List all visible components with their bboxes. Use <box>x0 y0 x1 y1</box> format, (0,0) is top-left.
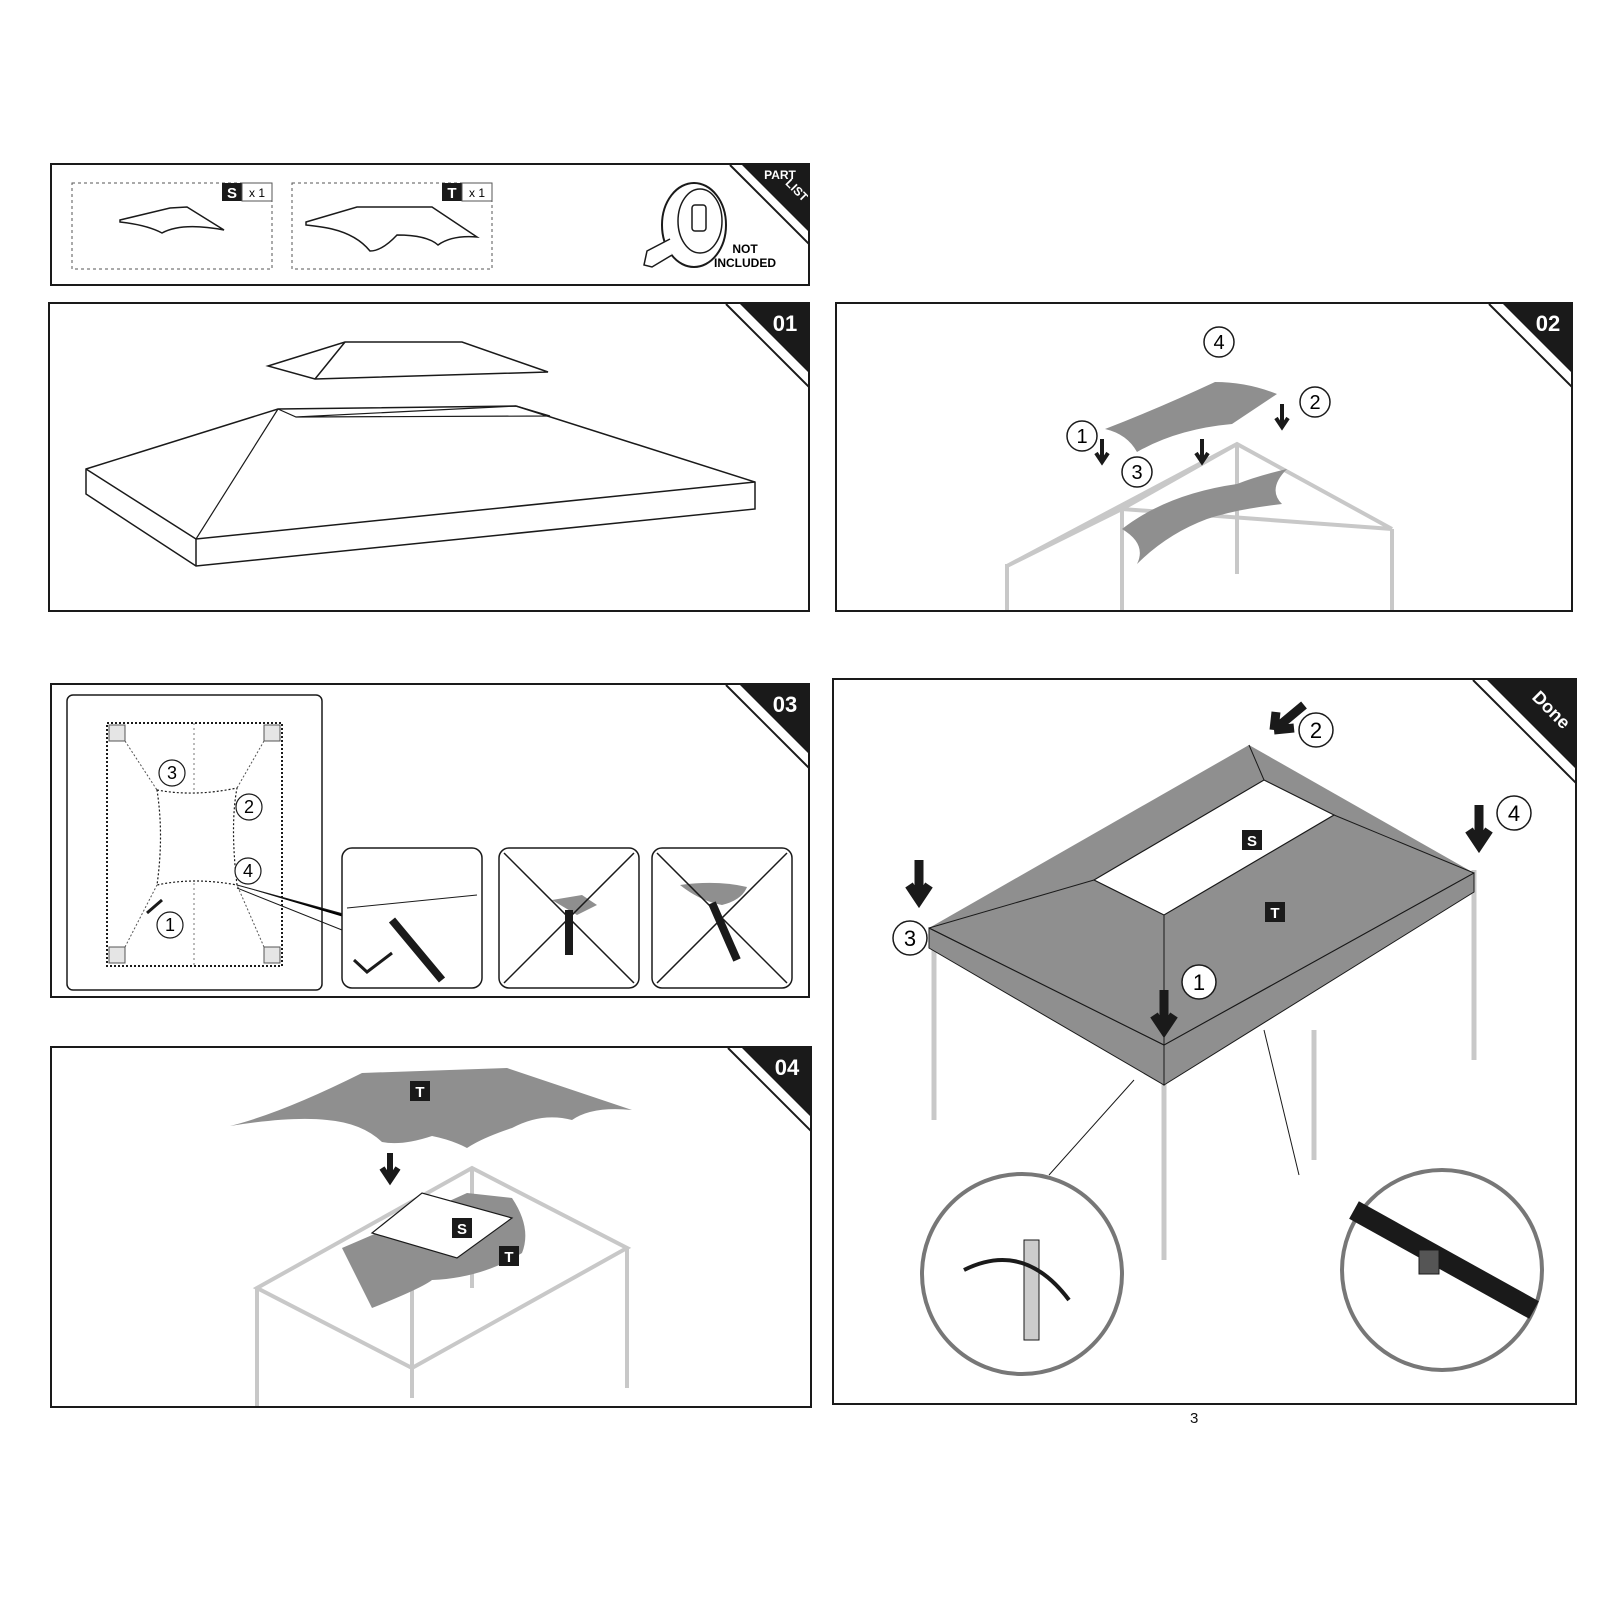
canopy-s-lifted <box>1105 382 1277 452</box>
step-03-callout-3: 3 <box>167 763 177 783</box>
part-t-shape <box>306 207 477 251</box>
step-02-label: 02 <box>1536 311 1560 336</box>
step-02-drawing: 1 2 3 4 02 <box>837 304 1573 612</box>
done-mark-t: T <box>1270 905 1279 922</box>
done-panel: S T 1 2 3 4 Done <box>832 678 1577 1405</box>
step-04-mark-s: S <box>457 1221 467 1238</box>
arrow-down-icon <box>1469 805 1489 845</box>
step-04-mark-t-top: T <box>415 1084 424 1101</box>
step-03-drawing: 1 2 3 4 03 <box>52 685 810 998</box>
arrow-down-icon <box>1276 404 1288 427</box>
part-s-letter: S <box>227 185 237 202</box>
step-03-callout-4: 4 <box>243 861 253 881</box>
done-callout-3: 3 <box>904 926 916 951</box>
step-03-callout-2: 2 <box>244 797 254 817</box>
tool-note-line1: NOT <box>732 242 758 256</box>
step-04-mark-t: T <box>504 1249 513 1266</box>
done-callout-2: 2 <box>1310 718 1322 743</box>
step-01-panel: 01 <box>48 302 810 612</box>
done-callout-1: 1 <box>1193 970 1205 995</box>
step-02-callout-2: 2 <box>1309 392 1320 414</box>
part-t-letter: T <box>447 185 456 202</box>
step-04-label: 04 <box>775 1055 800 1080</box>
step-03-callout-1: 1 <box>165 915 175 935</box>
step-02-callout-4: 4 <box>1213 332 1224 354</box>
part-s-shape <box>120 207 224 233</box>
part-s-qty: x 1 <box>249 186 265 200</box>
step-04-panel: T S T 04 <box>50 1046 812 1408</box>
arrow-down-icon <box>1096 439 1108 462</box>
part-t-qty: x 1 <box>469 186 485 200</box>
canopy-t-lifted <box>230 1068 632 1148</box>
gazebo-frame <box>1007 444 1392 612</box>
part-list-panel: S x 1 T x 1 NOT INCLUDED PART LIST <box>50 163 810 286</box>
step-02-panel: 1 2 3 4 02 <box>835 302 1573 612</box>
step-01-label: 01 <box>773 311 797 336</box>
arrow-down-icon <box>909 860 929 900</box>
step-04-drawing: T S T 04 <box>52 1048 812 1408</box>
arrow-down-icon <box>1196 439 1208 462</box>
step-02-callout-3: 3 <box>1131 462 1142 484</box>
step-03-label: 03 <box>773 692 797 717</box>
arrow-down-icon <box>382 1153 398 1180</box>
part-list-drawing: S x 1 T x 1 NOT INCLUDED PART LIST <box>52 165 810 286</box>
canopy-t-top <box>929 745 1474 1045</box>
step-01-drawing: 01 <box>50 304 810 612</box>
step-03-panel: 1 2 3 4 03 <box>50 683 810 998</box>
done-callout-4: 4 <box>1508 801 1520 826</box>
detail-velcro-circle <box>922 1174 1122 1374</box>
done-mark-s: S <box>1247 833 1257 850</box>
done-drawing: S T 1 2 3 4 Done <box>834 680 1577 1405</box>
tool-note-line2: INCLUDED <box>714 256 776 270</box>
step-02-callout-1: 1 <box>1076 426 1087 448</box>
page-number: 3 <box>1190 1410 1198 1427</box>
tape-measure-icon <box>644 183 726 267</box>
